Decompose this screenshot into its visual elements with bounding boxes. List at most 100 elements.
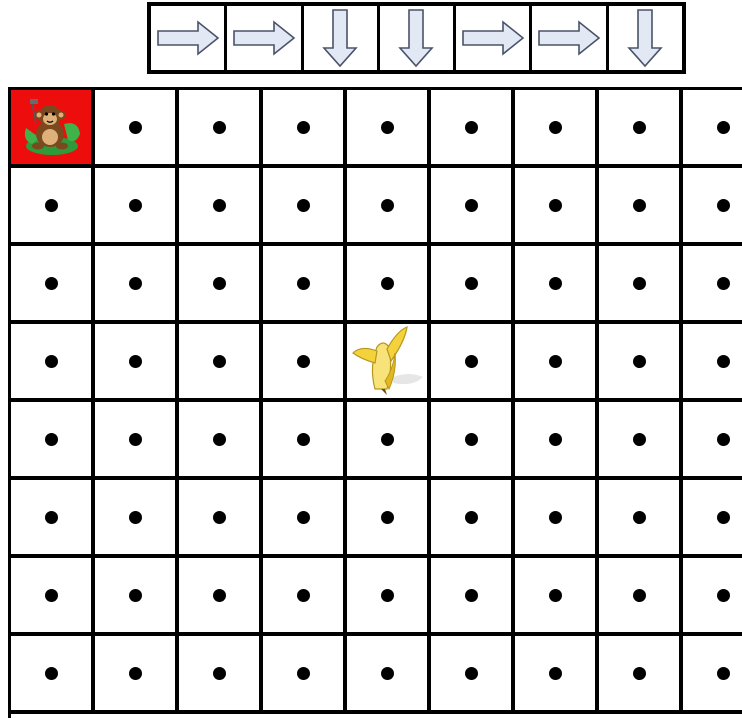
grid-cell[interactable] bbox=[179, 90, 263, 168]
dot-icon bbox=[633, 433, 646, 446]
grid-cell[interactable] bbox=[263, 480, 347, 558]
grid-cell[interactable] bbox=[263, 558, 347, 636]
grid-cell[interactable] bbox=[599, 324, 683, 402]
sequence-step-3[interactable] bbox=[304, 6, 380, 70]
sequence-step-1[interactable] bbox=[151, 6, 227, 70]
dot-icon bbox=[381, 121, 394, 134]
grid-cell[interactable] bbox=[11, 90, 95, 168]
grid-cell[interactable] bbox=[263, 90, 347, 168]
right-arrow-icon bbox=[156, 20, 220, 56]
sequence-step-2[interactable] bbox=[227, 6, 303, 70]
grid-cell[interactable] bbox=[11, 402, 95, 480]
grid-cell[interactable] bbox=[11, 480, 95, 558]
dot-icon bbox=[45, 667, 58, 680]
dot-icon bbox=[465, 589, 478, 602]
grid-cell[interactable] bbox=[683, 480, 742, 558]
dot-icon bbox=[549, 355, 562, 368]
grid-cell[interactable] bbox=[179, 168, 263, 246]
grid-cell[interactable] bbox=[683, 246, 742, 324]
grid-cell[interactable] bbox=[347, 168, 431, 246]
right-arrow-icon bbox=[232, 20, 296, 56]
sequence-step-4[interactable] bbox=[380, 6, 456, 70]
grid-cell[interactable] bbox=[599, 558, 683, 636]
down-arrow-icon bbox=[627, 8, 663, 68]
grid-cell[interactable] bbox=[515, 402, 599, 480]
grid-cell[interactable] bbox=[179, 558, 263, 636]
sequence-step-5[interactable] bbox=[456, 6, 532, 70]
grid-cell[interactable] bbox=[431, 90, 515, 168]
grid-cell[interactable] bbox=[683, 168, 742, 246]
grid-cell[interactable] bbox=[179, 246, 263, 324]
grid-cell[interactable] bbox=[179, 480, 263, 558]
dot-icon bbox=[297, 433, 310, 446]
grid-cell[interactable] bbox=[431, 246, 515, 324]
grid-cell[interactable] bbox=[263, 168, 347, 246]
grid-cell[interactable] bbox=[599, 90, 683, 168]
grid-cell[interactable] bbox=[515, 558, 599, 636]
grid-cell[interactable] bbox=[599, 402, 683, 480]
grid-cell[interactable] bbox=[431, 324, 515, 402]
dot-icon bbox=[45, 589, 58, 602]
grid-cell[interactable] bbox=[347, 246, 431, 324]
dot-icon bbox=[381, 277, 394, 290]
grid-cell[interactable] bbox=[11, 168, 95, 246]
dot-icon bbox=[717, 667, 730, 680]
grid-cell[interactable] bbox=[515, 168, 599, 246]
grid-cell[interactable] bbox=[515, 90, 599, 168]
dot-icon bbox=[633, 277, 646, 290]
grid-cell[interactable] bbox=[95, 324, 179, 402]
grid-cell[interactable] bbox=[515, 480, 599, 558]
grid-cell[interactable] bbox=[179, 402, 263, 480]
grid-cell[interactable] bbox=[11, 324, 95, 402]
dot-icon bbox=[549, 433, 562, 446]
sequence-step-6[interactable] bbox=[532, 6, 608, 70]
grid-cell[interactable] bbox=[599, 480, 683, 558]
grid-cell[interactable] bbox=[263, 402, 347, 480]
dot-icon bbox=[297, 589, 310, 602]
grid-cell[interactable] bbox=[95, 402, 179, 480]
grid-cell[interactable] bbox=[683, 558, 742, 636]
grid-cell[interactable] bbox=[515, 246, 599, 324]
grid-cell[interactable] bbox=[263, 246, 347, 324]
grid-cell[interactable] bbox=[11, 636, 95, 714]
grid-cell[interactable] bbox=[179, 324, 263, 402]
grid-cell[interactable] bbox=[683, 402, 742, 480]
grid-cell[interactable] bbox=[95, 246, 179, 324]
dot-icon bbox=[465, 511, 478, 524]
grid-cell[interactable] bbox=[179, 636, 263, 714]
grid-cell[interactable] bbox=[95, 636, 179, 714]
grid-cell[interactable] bbox=[683, 324, 742, 402]
grid-cell[interactable] bbox=[683, 636, 742, 714]
grid-cell[interactable] bbox=[95, 480, 179, 558]
grid-cell[interactable] bbox=[515, 636, 599, 714]
dot-icon bbox=[45, 277, 58, 290]
grid-cell[interactable] bbox=[347, 636, 431, 714]
grid-cell[interactable] bbox=[347, 558, 431, 636]
grid-cell[interactable] bbox=[347, 324, 431, 402]
grid-cell[interactable] bbox=[11, 558, 95, 636]
grid-cell[interactable] bbox=[431, 402, 515, 480]
dot-icon bbox=[129, 433, 142, 446]
grid-cell[interactable] bbox=[11, 246, 95, 324]
grid-cell[interactable] bbox=[599, 636, 683, 714]
grid-cell[interactable] bbox=[431, 636, 515, 714]
grid-cell[interactable] bbox=[347, 480, 431, 558]
grid-cell[interactable] bbox=[347, 402, 431, 480]
grid-cell[interactable] bbox=[515, 324, 599, 402]
sequence-step-7[interactable] bbox=[609, 6, 682, 70]
grid-cell[interactable] bbox=[95, 90, 179, 168]
grid-cell[interactable] bbox=[263, 324, 347, 402]
dot-icon bbox=[717, 511, 730, 524]
grid-cell[interactable] bbox=[599, 246, 683, 324]
dot-icon bbox=[633, 667, 646, 680]
grid-cell[interactable] bbox=[431, 480, 515, 558]
grid-cell[interactable] bbox=[95, 168, 179, 246]
grid-cell[interactable] bbox=[347, 90, 431, 168]
grid-cell[interactable] bbox=[95, 558, 179, 636]
grid-cell[interactable] bbox=[683, 90, 742, 168]
grid-cell[interactable] bbox=[599, 168, 683, 246]
grid-cell[interactable] bbox=[263, 636, 347, 714]
grid-cell[interactable] bbox=[431, 558, 515, 636]
grid-cell[interactable] bbox=[431, 168, 515, 246]
dot-icon bbox=[717, 277, 730, 290]
